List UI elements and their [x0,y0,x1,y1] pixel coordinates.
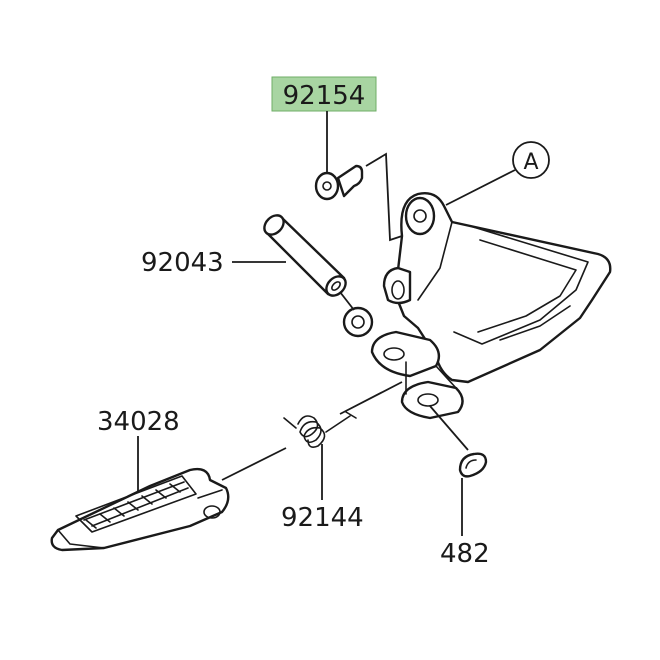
leader-spring-to-bracket [339,381,403,415]
callout-92154-label: 92154 [283,81,366,111]
callout-92144-label: 92144 [281,503,364,533]
pin-92043 [263,214,347,297]
leader-a [445,169,516,206]
reference-a-circle [512,141,550,179]
leader-bolt-to-bracket [365,152,403,242]
footrest-bracket [370,192,612,420]
circlip-482 [458,452,488,478]
callout-92154[interactable]: 92154 [271,76,377,112]
footpeg-34028 [50,467,230,552]
leader-footpeg-to-spring [221,447,287,481]
spring-92144 [283,411,357,448]
bolt-92154 [314,164,364,201]
leader-bracket-to-circlip [429,405,469,451]
callout-92043-label: 92043 [141,248,224,278]
callout-482-label: 482 [440,539,490,569]
callout-92154-highlight [271,76,377,112]
callout-34028-label: 34028 [97,407,180,437]
reference-a-label: A [523,150,538,175]
collar [342,306,374,338]
reference-a[interactable]: A [512,141,550,179]
leader-pin-to-collar [339,291,355,311]
